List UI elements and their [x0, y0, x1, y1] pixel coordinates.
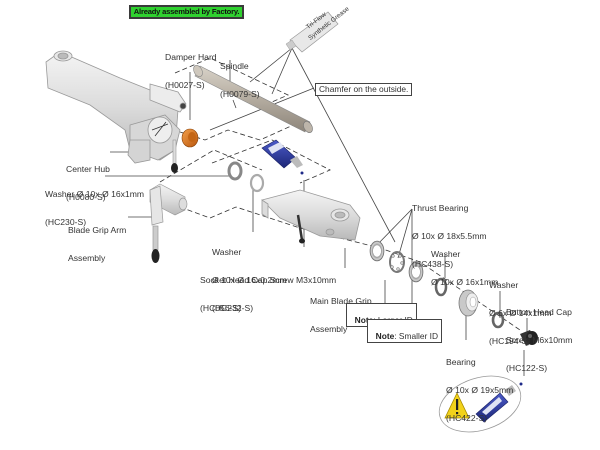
label-screw-hc056: Socket Head Cap Screw M3x10mm (HC056-S)	[200, 275, 337, 314]
washer-hc232-drawing	[249, 173, 265, 193]
label-thrust-bearing: Thrust Bearing Ø 10x Ø 18x5.5mm (HC438-S…	[412, 203, 487, 269]
thrust-bearing-drawing	[369, 240, 424, 283]
linkage-rod-drawing	[171, 139, 178, 173]
washer-hc230-drawing	[227, 161, 243, 181]
washer-hc194-drawing	[491, 311, 505, 329]
bearing-hc422-drawing	[458, 289, 479, 317]
threadlocker-bottle-drawing	[261, 139, 304, 175]
label-center-hub: Center Hub (H0080-S)	[66, 164, 110, 203]
label-bearing-hc422: Bearing Ø 10x Ø 19x5mm (HC422-S)	[446, 357, 514, 423]
label-screw-hc122: Button Head Cap Screw M6x10mm (HC122-S)	[506, 307, 573, 373]
damper-drawing	[181, 128, 199, 148]
label-washer-hc194: Washer Ø 6x Ø 14x1mm (HC194-S)	[489, 280, 552, 346]
grease-tube-drawing	[285, 11, 339, 53]
chamfer-callout: Chamfer on the outside.	[315, 83, 413, 96]
screw-hc122-drawing	[520, 330, 538, 346]
threadlocker-bottle-icon	[475, 382, 523, 423]
label-washer-plain: Washer Ø 10x Ø 16x1mm	[431, 249, 499, 288]
center-hub-drawing	[45, 50, 187, 164]
factory-assembled-banner: Already assembled by Factory.	[129, 5, 244, 19]
label-blade-grip-arm: Blade Grip Arm Assembly	[68, 225, 127, 264]
label-washer-hc230: Washer Ø 10x Ø 16x1mm (HC230-S)	[45, 189, 145, 228]
washer-plain-drawing	[434, 277, 448, 297]
main-blade-grip-drawing	[261, 189, 361, 241]
label-damper: Damper Hard (H0027-S)	[165, 52, 217, 91]
label-main-blade-grip: Main Blade Grip Assembly	[310, 296, 372, 335]
spindle-drawing	[193, 65, 313, 133]
label-spindle: Spindle (H0079-S)	[220, 61, 260, 100]
note-smaller-id: Note: Smaller ID	[367, 319, 443, 343]
label-washer-hc232: Washer Ø 10x Ø 16x0.2mm (HC232-S)	[212, 247, 287, 313]
threadlocker-warning-callout	[438, 375, 523, 433]
blade-grip-arm-drawing	[149, 183, 188, 263]
screw-hc056-drawing	[296, 214, 305, 244]
